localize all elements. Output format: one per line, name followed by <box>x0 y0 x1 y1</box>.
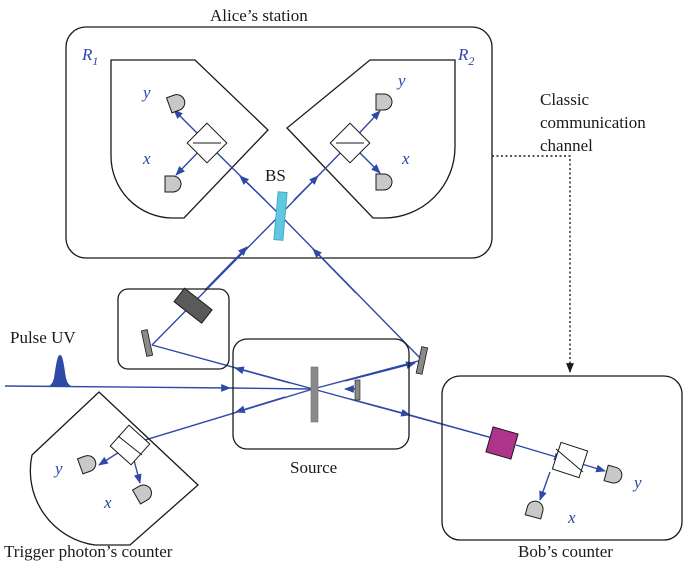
bob-counter-box <box>441 375 683 541</box>
source-beam-to-left-arrow <box>234 366 291 384</box>
trigger-x-label: x <box>103 493 112 512</box>
source-label: Source <box>290 458 337 477</box>
source-beam-to-trigger-arrow <box>235 396 286 414</box>
beam-to-bob-crystal <box>409 414 497 440</box>
beam-left-arrow-up <box>204 246 248 291</box>
bob-x-label: x <box>567 508 576 527</box>
beam-bob-crystal-to-pbs <box>515 444 564 461</box>
bob-counter-label: Bob’s counter <box>518 542 613 561</box>
trigger-detector-x <box>131 484 152 505</box>
r1-label: R1 <box>81 45 98 68</box>
bob-detector-y <box>603 464 623 484</box>
bob-pbs-diagonal <box>555 448 584 473</box>
bob-polarizing-beam-splitter <box>551 441 589 479</box>
alice-station-box <box>65 26 493 259</box>
alice-station-title: Alice’s station <box>210 6 308 25</box>
uv-pump-beam <box>4 384 231 392</box>
trigger-detector-y <box>76 455 97 475</box>
left-mirror-box <box>117 288 230 370</box>
beam-bs-to-r2-arrow <box>293 175 319 201</box>
source-beam-to-bob-arrow <box>349 398 411 417</box>
r1-analyzer-enclosure <box>110 59 269 219</box>
trigger-pbs-diagonal <box>117 435 143 456</box>
beam-splitter <box>273 191 288 241</box>
classic-channel-label: Classic communication channel <box>540 90 650 155</box>
beam-left-mirror-to-bs <box>151 214 281 346</box>
classic-channel-dotted-line <box>492 155 574 373</box>
r2-detector-y <box>375 93 393 111</box>
uv-pump-beam-inner <box>229 387 314 390</box>
r2-detector-x <box>375 173 393 191</box>
left-mirror <box>140 329 154 357</box>
uv-pulse-shape <box>42 355 78 387</box>
bs-label: BS <box>265 166 286 185</box>
source-beam-to-right-mirror-arrow <box>344 361 416 382</box>
r2-analyzer-enclosure <box>286 59 456 219</box>
source-crystal <box>310 366 319 423</box>
r2-x-label: x <box>401 149 410 168</box>
left-retarder <box>173 287 213 324</box>
r1-x-label: x <box>142 149 151 168</box>
pulse-uv-label: Pulse UV <box>10 328 76 347</box>
right-mirror <box>415 346 429 375</box>
bob-y-label: y <box>632 473 642 492</box>
trigger-y-label: y <box>53 459 63 478</box>
r1-detector-y <box>165 94 186 114</box>
source-mirror <box>354 379 361 401</box>
r2-y-label: y <box>396 71 406 90</box>
r1-y-label: y <box>141 83 151 102</box>
bob-detector-x <box>524 500 544 520</box>
bob-x-output <box>539 471 551 501</box>
bob-crystal <box>485 426 519 460</box>
beam-right-arrow-up <box>312 248 357 294</box>
r2-label: R2 <box>457 45 474 68</box>
r1-detector-x <box>164 175 182 193</box>
beam-bs-to-r1-arrow <box>239 175 266 201</box>
source-box <box>232 338 410 450</box>
trigger-counter-enclosure <box>29 391 199 546</box>
trigger-counter-label: Trigger photon’s counter <box>4 542 173 561</box>
